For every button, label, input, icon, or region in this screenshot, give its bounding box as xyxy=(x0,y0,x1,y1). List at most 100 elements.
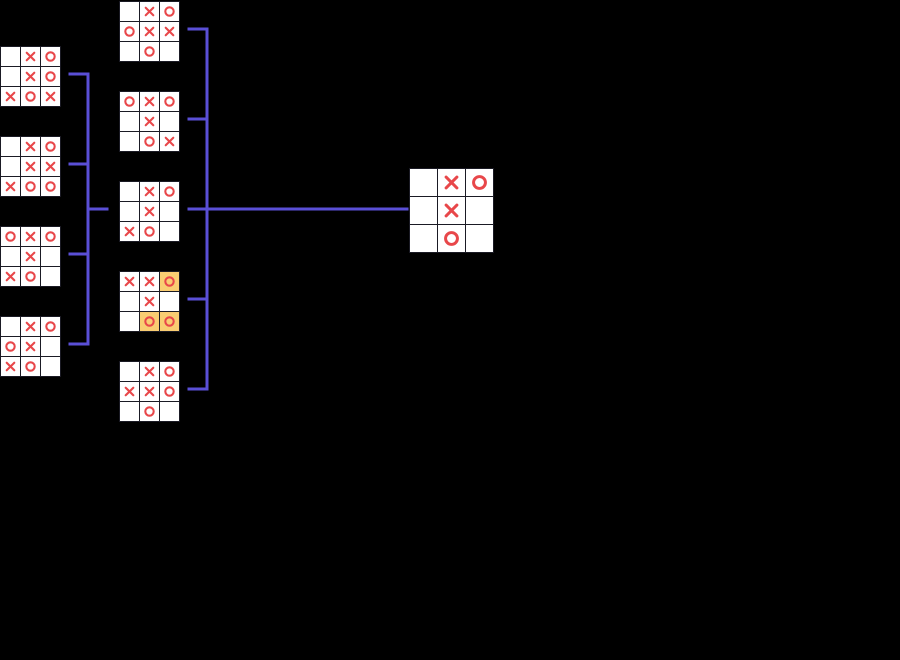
x-mark-icon xyxy=(124,226,135,237)
highlighted-cell xyxy=(160,272,179,291)
board-cell xyxy=(410,225,437,252)
board-cell xyxy=(21,87,40,106)
o-mark-icon xyxy=(25,181,36,192)
o-mark-icon xyxy=(144,406,155,417)
board-cell xyxy=(41,267,60,286)
board-cell xyxy=(140,402,159,421)
x-mark-icon xyxy=(144,186,155,197)
board-cell xyxy=(1,137,20,156)
board-cell xyxy=(160,2,179,21)
board-cell xyxy=(160,42,179,61)
o-mark-icon xyxy=(164,316,175,327)
middle-board-5 xyxy=(119,361,180,422)
board-cell xyxy=(140,132,159,151)
x-mark-icon xyxy=(144,366,155,377)
board-cell xyxy=(1,157,20,176)
highlighted-cell xyxy=(160,312,179,331)
leaf-board-2 xyxy=(0,136,61,197)
o-mark-icon xyxy=(144,316,155,327)
board-cell xyxy=(41,227,60,246)
o-mark-icon xyxy=(472,175,487,190)
x-mark-icon xyxy=(144,96,155,107)
o-mark-icon xyxy=(164,366,175,377)
x-mark-icon xyxy=(25,51,36,62)
board-cell xyxy=(1,67,20,86)
board-cell xyxy=(120,42,139,61)
board-cell xyxy=(41,357,60,376)
o-mark-icon xyxy=(164,186,175,197)
x-mark-icon xyxy=(5,271,16,282)
board-cell xyxy=(120,92,139,111)
x-mark-icon xyxy=(5,181,16,192)
board-cell xyxy=(140,222,159,241)
x-mark-icon xyxy=(444,175,459,190)
board-cell xyxy=(120,362,139,381)
board-cell xyxy=(120,312,139,331)
board-cell xyxy=(120,202,139,221)
board-cell xyxy=(41,337,60,356)
o-mark-icon xyxy=(5,341,16,352)
board-cell xyxy=(120,22,139,41)
o-mark-icon xyxy=(444,231,459,246)
o-mark-icon xyxy=(45,321,56,332)
board-cell xyxy=(120,2,139,21)
o-mark-icon xyxy=(45,141,56,152)
leaf-board-1 xyxy=(0,46,61,107)
x-mark-icon xyxy=(25,71,36,82)
board-cell xyxy=(410,169,437,196)
x-mark-icon xyxy=(25,341,36,352)
board-cell xyxy=(1,247,20,266)
board-cell xyxy=(466,169,493,196)
x-mark-icon xyxy=(144,276,155,287)
board-cell xyxy=(160,382,179,401)
board-cell xyxy=(160,362,179,381)
board-cell xyxy=(160,182,179,201)
board-cell xyxy=(120,292,139,311)
board-cell xyxy=(120,182,139,201)
x-mark-icon xyxy=(164,136,175,147)
o-mark-icon xyxy=(25,361,36,372)
x-mark-icon xyxy=(144,6,155,17)
tree-connectors xyxy=(68,27,409,391)
x-mark-icon xyxy=(25,161,36,172)
x-mark-icon xyxy=(164,26,175,37)
x-mark-icon xyxy=(444,203,459,218)
board-cell xyxy=(41,47,60,66)
x-mark-icon xyxy=(144,386,155,397)
board-cell xyxy=(1,47,20,66)
x-mark-icon xyxy=(45,91,56,102)
o-mark-icon xyxy=(164,6,175,17)
board-cell xyxy=(438,225,465,252)
board-cell xyxy=(1,227,20,246)
x-mark-icon xyxy=(144,116,155,127)
o-mark-icon xyxy=(45,181,56,192)
o-mark-icon xyxy=(45,71,56,82)
o-mark-icon xyxy=(144,46,155,57)
board-cell xyxy=(466,197,493,224)
board-cell xyxy=(21,177,40,196)
o-mark-icon xyxy=(124,26,135,37)
board-cell xyxy=(1,337,20,356)
o-mark-icon xyxy=(25,271,36,282)
board-cell xyxy=(160,222,179,241)
leaf-board-4 xyxy=(0,316,61,377)
highlighted-cell xyxy=(140,312,159,331)
middle-board-3 xyxy=(119,181,180,242)
x-mark-icon xyxy=(25,251,36,262)
o-mark-icon xyxy=(5,231,16,242)
x-mark-icon xyxy=(144,206,155,217)
x-mark-icon xyxy=(124,386,135,397)
board-cell xyxy=(1,317,20,336)
board-cell xyxy=(21,357,40,376)
game-boards xyxy=(0,1,494,422)
o-mark-icon xyxy=(25,91,36,102)
board-cell xyxy=(41,317,60,336)
x-mark-icon xyxy=(5,361,16,372)
o-mark-icon xyxy=(45,231,56,242)
root-board xyxy=(409,168,494,253)
middle-board-1 xyxy=(119,1,180,62)
board-cell xyxy=(160,202,179,221)
x-mark-icon xyxy=(25,141,36,152)
board-cell xyxy=(160,402,179,421)
